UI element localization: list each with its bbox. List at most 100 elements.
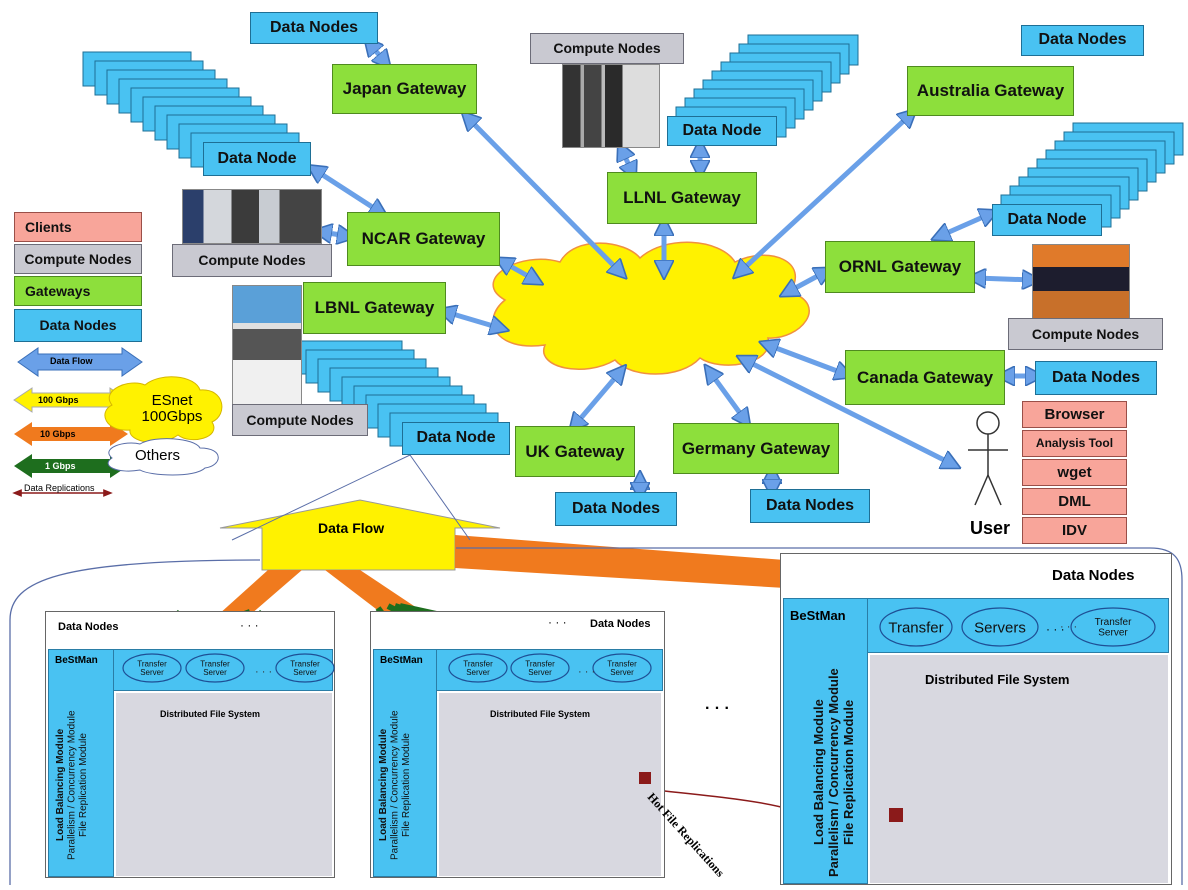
panels-ellipsis: · · · bbox=[705, 700, 730, 717]
server-ellipsis-2: · · · bbox=[1060, 621, 1077, 633]
data-node-ornl: Data Node bbox=[992, 204, 1102, 236]
esnet-cloud bbox=[104, 376, 223, 443]
transfer-server-label: Transfer bbox=[607, 659, 637, 668]
ncar-gateway: NCAR Gateway bbox=[347, 212, 500, 266]
flow-arrow-3 bbox=[315, 170, 380, 212]
panel-3-dfs-label: Distributed File System bbox=[925, 672, 1070, 687]
legend-100-label: 100 Gbps bbox=[38, 395, 79, 405]
legend-gateways: Gateways bbox=[14, 276, 142, 306]
panel-1-ellipsis: · · · bbox=[240, 618, 259, 632]
data-nodes-australia: Data Nodes bbox=[1021, 25, 1144, 56]
compute-node-photo-lbnl bbox=[232, 285, 302, 410]
canada-gateway: Canada Gateway bbox=[845, 350, 1005, 405]
transfer-server-big-2: Servers bbox=[961, 607, 1039, 647]
legend-clients: Clients bbox=[14, 212, 142, 242]
flow-arrow-0 bbox=[370, 44, 385, 62]
transfer-server-label: Transfer bbox=[888, 619, 943, 636]
transfer-server-label: Server bbox=[1098, 628, 1128, 639]
tool-wget: wget bbox=[1022, 459, 1127, 486]
ornl-gateway: ORNL Gateway bbox=[825, 241, 975, 293]
transfer-server-label: Transfer bbox=[463, 659, 493, 668]
compute-nodes-lbnl: Compute Nodes bbox=[232, 404, 368, 436]
flow-arrow-15 bbox=[575, 372, 620, 425]
flow-arrow-8 bbox=[622, 150, 632, 172]
legend-1-label: 1 Gbps bbox=[45, 461, 76, 471]
panel-2-bestman: BeStMan bbox=[380, 655, 423, 666]
server-ellipsis-0: · · · bbox=[255, 666, 272, 678]
big-data-flow-label: Data Flow bbox=[318, 520, 385, 536]
data-nodes-uk: Data Nodes bbox=[555, 492, 677, 526]
others-label: Others bbox=[135, 447, 181, 464]
flow-arrow-12 bbox=[976, 278, 1032, 280]
server-ellipsis-1: · · · bbox=[578, 666, 595, 678]
transfer-server-label: Server bbox=[293, 668, 317, 677]
legend-replications-label: Data Replications bbox=[24, 483, 95, 493]
data-nodes-germany: Data Nodes bbox=[750, 489, 870, 523]
data-node-llnl: Data Node bbox=[667, 116, 777, 146]
transfer-server-label: Server bbox=[140, 668, 164, 677]
australia-gateway: Australia Gateway bbox=[907, 66, 1074, 116]
flow-arrow-19 bbox=[745, 360, 952, 464]
panel-2-ellipsis: · · · bbox=[548, 615, 567, 629]
data-flow-arrows bbox=[315, 44, 1035, 492]
legend-data-flow-arrow bbox=[17, 347, 143, 377]
panel-1-title: Data Nodes bbox=[58, 621, 119, 633]
transfer-server-label: Transfer bbox=[200, 659, 230, 668]
detail-enclosure bbox=[9, 559, 261, 885]
legend-10-label: 10 Gbps bbox=[40, 429, 76, 439]
transfer-server-label: Transfer bbox=[1095, 617, 1133, 628]
compute-node-photo-llnl bbox=[562, 64, 660, 148]
panel-2-dfs-area bbox=[439, 693, 661, 876]
legend-1-arrow bbox=[14, 454, 128, 478]
transfer-server-label: Server bbox=[203, 668, 227, 677]
tool-analysis-tool: Analysis Tool bbox=[1022, 430, 1127, 457]
compute-nodes-ncar: Compute Nodes bbox=[172, 244, 332, 277]
legend-compute-nodes: Compute Nodes bbox=[14, 244, 142, 274]
flow-arrow-5 bbox=[503, 262, 535, 280]
stack-lbnl bbox=[293, 340, 499, 447]
compute-node-photo-ncar bbox=[182, 189, 322, 244]
data-nodes-japan: Data Nodes bbox=[250, 12, 378, 44]
tool-idv: IDV bbox=[1022, 517, 1127, 544]
legend-data-nodes: Data Nodes bbox=[14, 309, 142, 342]
panel-1-bestman-column bbox=[48, 649, 114, 877]
panel-3-title: Data Nodes bbox=[1052, 567, 1135, 584]
esnet-label: ESnet 100Gbps bbox=[141, 392, 203, 425]
panel-3-bestman-column bbox=[783, 598, 868, 884]
legend-data-flow-label: Data Flow bbox=[50, 356, 93, 366]
uk-gateway: UK Gateway bbox=[515, 426, 635, 477]
transfer-server-label: Transfer bbox=[290, 659, 320, 668]
llnl-gateway: LLNL Gateway bbox=[607, 172, 757, 224]
transfer-server-label: Server bbox=[528, 668, 552, 677]
user-figure bbox=[968, 411, 1008, 506]
transfer-server-label: Server bbox=[466, 668, 490, 677]
panel-1-dfs-area bbox=[116, 693, 332, 876]
orange-flow-mid bbox=[325, 570, 420, 612]
panel-3-ellipsis: · · · bbox=[1046, 622, 1065, 636]
tool-dml: DML bbox=[1022, 488, 1127, 515]
user-label: User bbox=[970, 518, 1011, 538]
flow-arrow-11 bbox=[788, 272, 825, 292]
compute-nodes-llnl: Compute Nodes bbox=[530, 33, 684, 64]
transfer-server-label: Server bbox=[610, 668, 634, 677]
lbnl-gateway: LBNL Gateway bbox=[303, 282, 446, 334]
others-cloud bbox=[107, 438, 219, 476]
panel-1-dfs-label: Distributed File System bbox=[160, 709, 261, 719]
flow-arrow-1 bbox=[468, 118, 620, 272]
stack-ncar bbox=[82, 51, 300, 168]
orange-flow-left bbox=[218, 570, 302, 615]
hot-file-2 bbox=[889, 808, 903, 822]
hot-file-1 bbox=[639, 772, 651, 784]
transfer-server-big-1: Transfer bbox=[879, 607, 953, 647]
panel-2-title: Data Nodes bbox=[590, 618, 651, 630]
zoom-lines bbox=[231, 454, 471, 541]
data-node-lbnl: Data Node bbox=[402, 422, 510, 455]
